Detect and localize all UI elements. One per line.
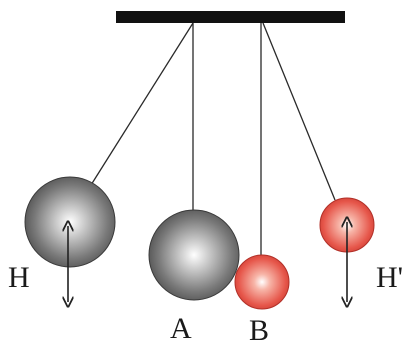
- ball-a: [148, 209, 240, 301]
- string-left-ball: [90, 22, 194, 186]
- label-ball-a: A: [170, 312, 192, 345]
- support-beam: [116, 11, 345, 23]
- string-right-ball: [262, 22, 336, 201]
- gray-ball-raised: [24, 176, 116, 268]
- label-ball-b: B: [249, 314, 269, 345]
- ball-b: [234, 254, 290, 310]
- label-height-left: H: [8, 261, 30, 294]
- label-height-right: H': [376, 261, 403, 294]
